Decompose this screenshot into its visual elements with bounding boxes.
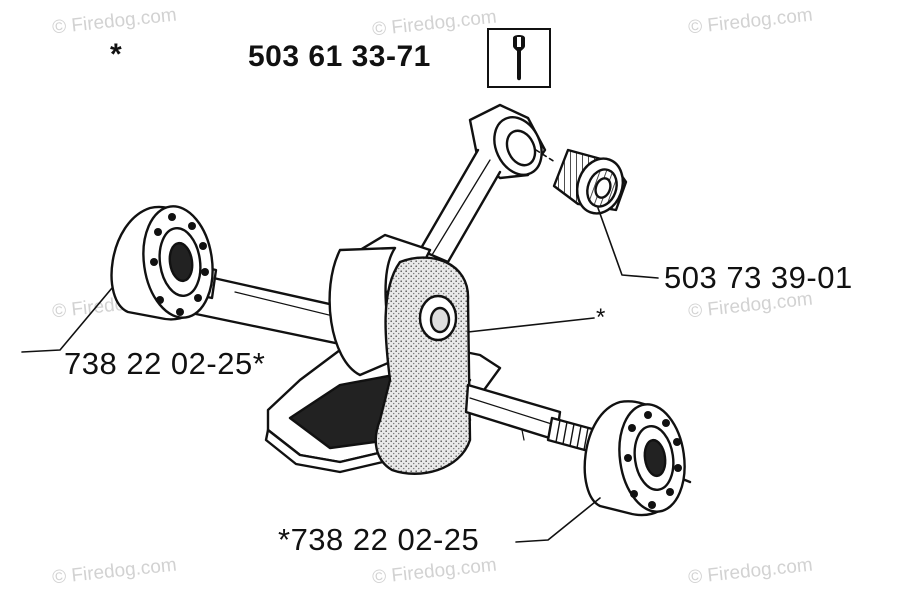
crank-cheek	[374, 256, 472, 475]
tool-part-number: 503 61 33-71	[248, 40, 431, 73]
wrench-icon	[513, 35, 525, 81]
tool-box	[487, 28, 551, 88]
right-bearing	[583, 400, 686, 517]
left-bearing-part-number: 738 22 02-25*	[64, 346, 266, 381]
leader-lines	[21, 149, 659, 543]
needle-bearing-part-number: 503 73 39-01	[664, 260, 853, 295]
needle-bearing	[552, 148, 628, 215]
right-shaft	[464, 383, 692, 484]
title-asterisk: *	[110, 38, 123, 71]
crank-asterisk: *	[596, 304, 606, 331]
right-bearing-part-number: *738 22 02-25	[278, 522, 480, 557]
left-bearing	[110, 205, 214, 321]
